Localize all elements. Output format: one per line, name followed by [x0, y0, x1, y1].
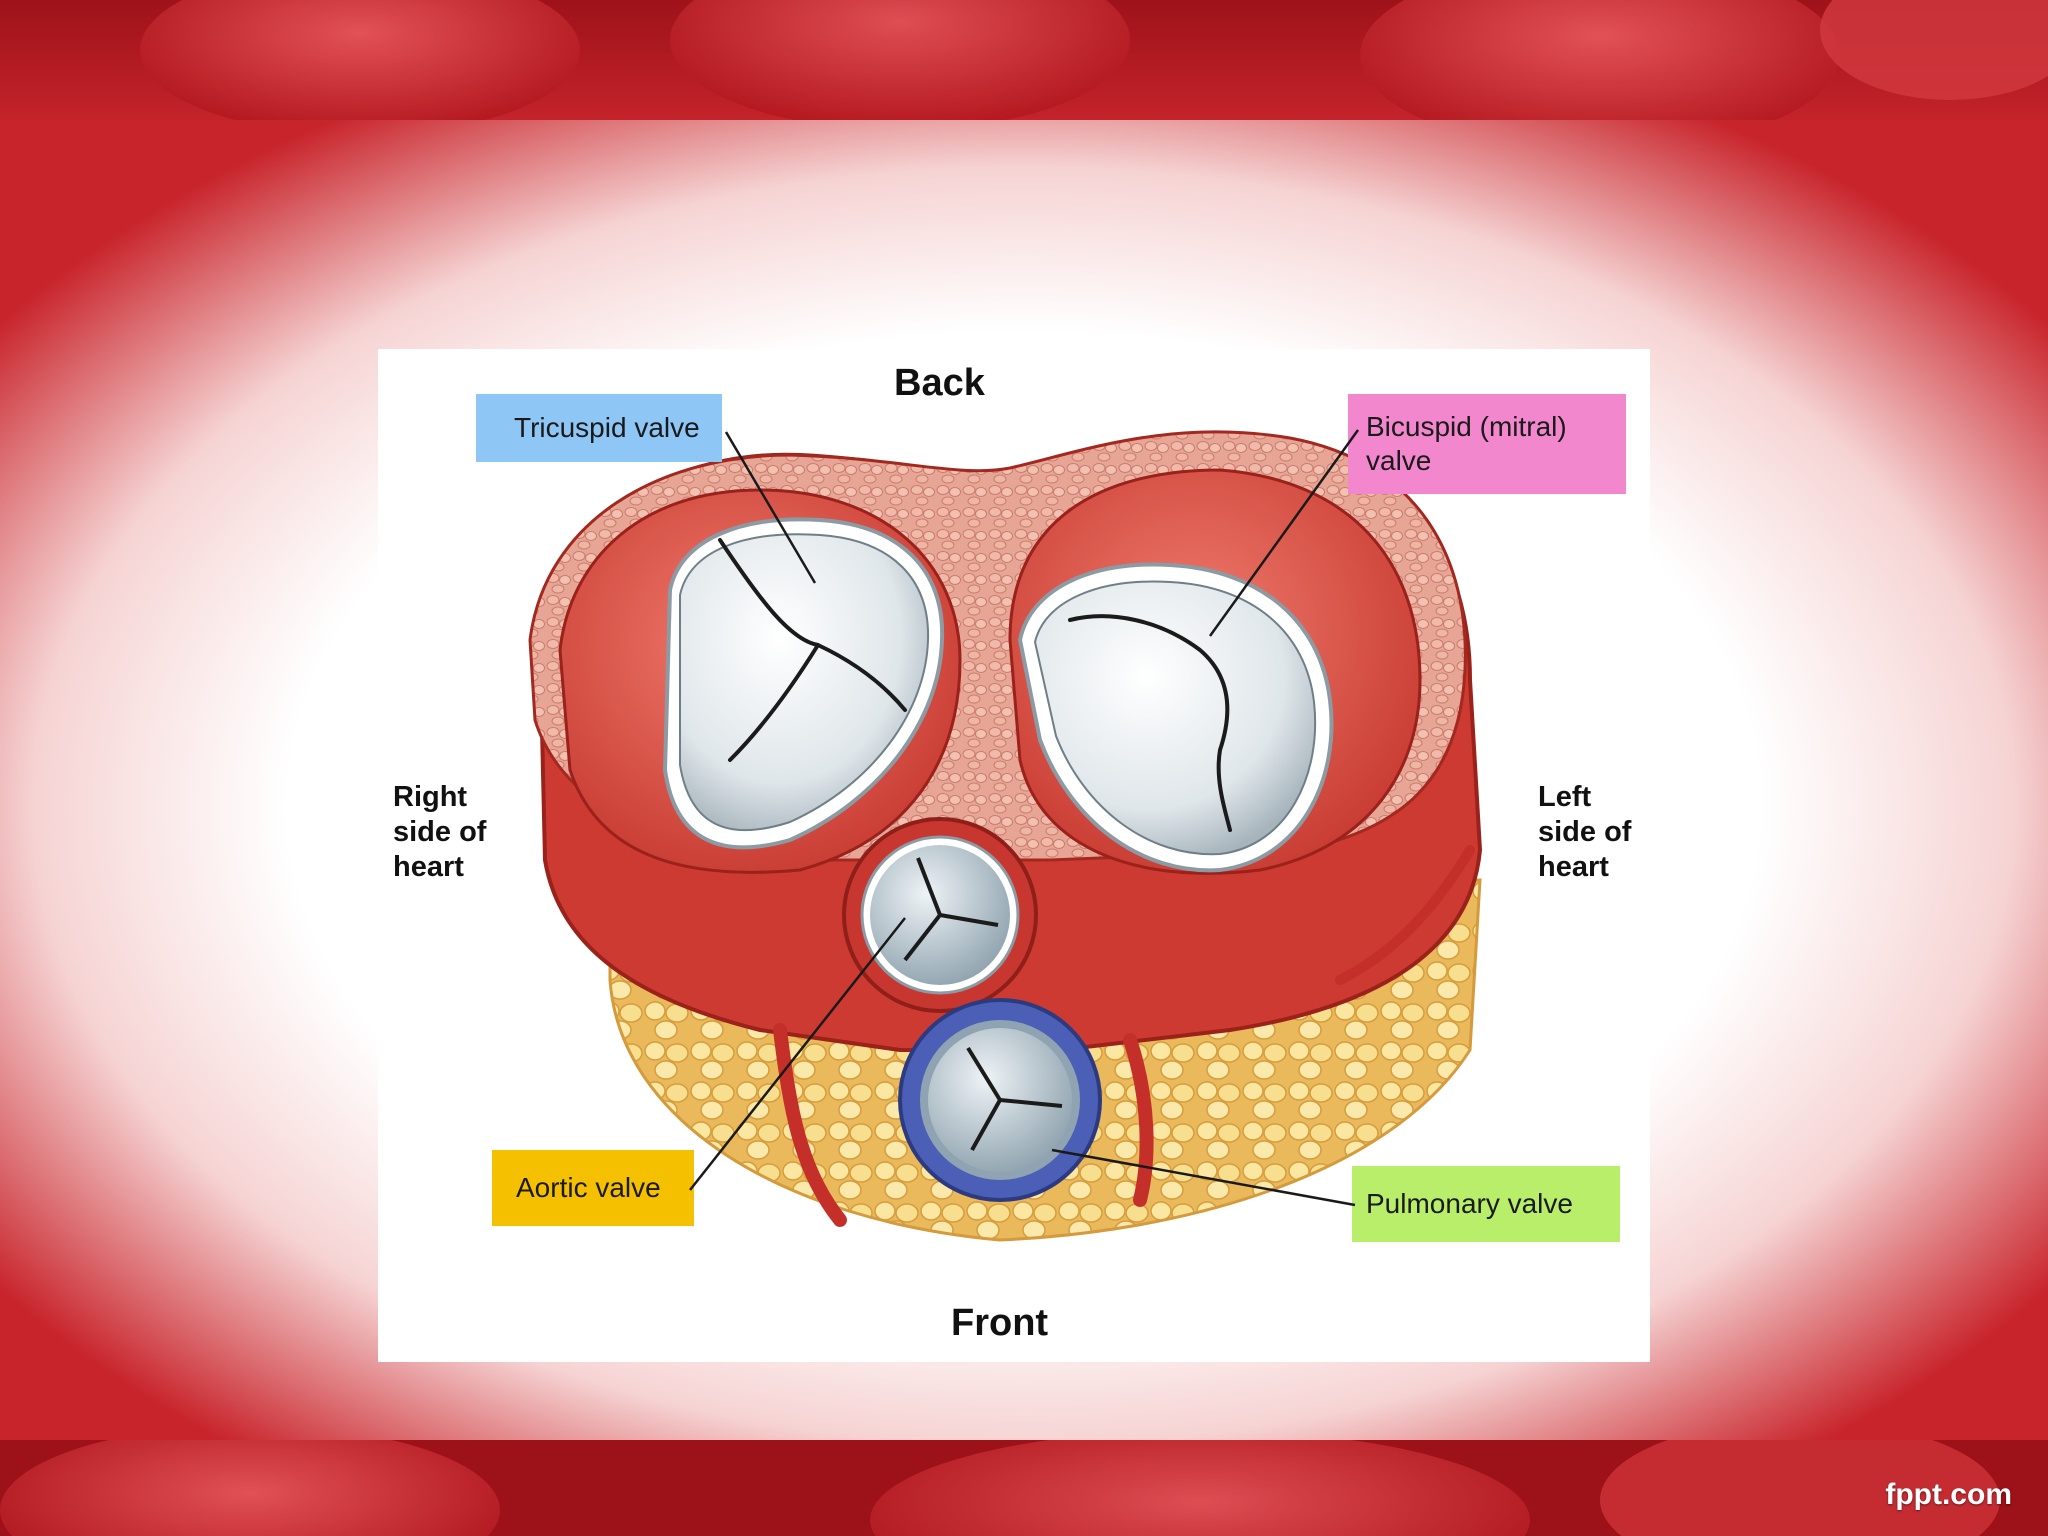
label-back: Back: [894, 362, 985, 404]
brand-watermark: fppt.com: [1885, 1478, 2012, 1511]
label-left-side: Left side of heart: [1538, 781, 1632, 883]
label-pulmonary-valve: Pulmonary valve: [1366, 1188, 1573, 1219]
label-front: Front: [951, 1302, 1049, 1344]
label-right-side: Right side of heart: [393, 781, 487, 883]
label-bicuspid-valve: Bicuspid (mitral) valve: [1366, 411, 1567, 476]
label-aortic-valve: Aortic valve: [516, 1172, 661, 1203]
label-tricuspid-valve: Tricuspid valve: [514, 412, 700, 443]
